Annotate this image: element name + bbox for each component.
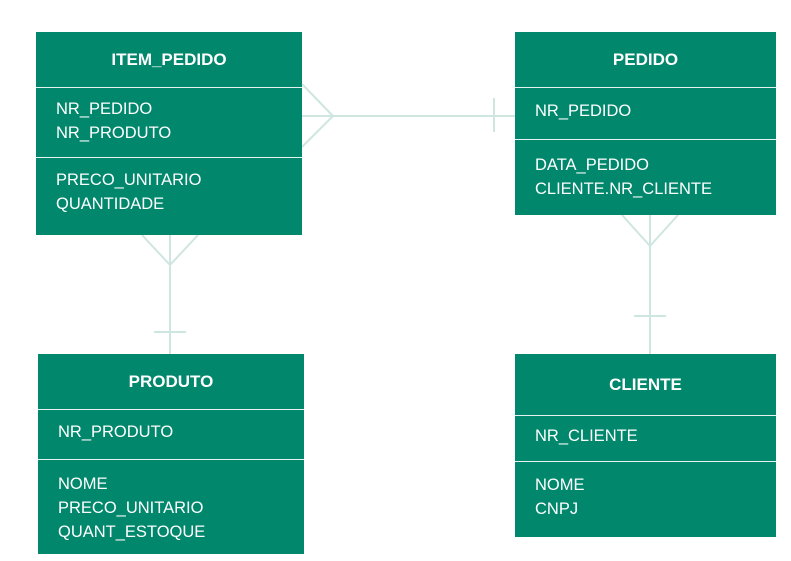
entity-produto: PRODUTO NR_PRODUTO NOME PRECO_UNITARIO Q… — [38, 354, 304, 554]
crowfoot-item-pedido-upper — [301, 83, 334, 117]
attribute-field: NOME — [58, 475, 108, 493]
entity-pedido: PEDIDO NR_PEDIDO DATA_PEDIDO CLIENTE.NR_… — [515, 32, 776, 215]
key-field: NR_PEDIDO — [56, 100, 153, 118]
key-section: NR_PEDIDO — [515, 88, 776, 140]
key-field: NR_PRODUTO — [56, 124, 172, 142]
crowfoot-item-pedido-left — [141, 234, 171, 266]
attribute-section: DATA_PEDIDO CLIENTE.NR_CLIENTE — [515, 140, 776, 201]
key-field: NR_PRODUTO — [58, 423, 174, 441]
attribute-field: PRECO_UNITARIO — [56, 171, 202, 189]
crowfoot-pedido-left — [621, 214, 651, 247]
entity-cliente: CLIENTE NR_CLIENTE NOME CNPJ — [515, 354, 776, 537]
attribute-field: QUANTIDADE — [56, 195, 165, 213]
crowfoot-item-pedido-right — [169, 234, 199, 266]
crowfoot-item-pedido-lower — [301, 115, 334, 148]
crowfoot-pedido-right — [649, 214, 679, 247]
key-field: NR_CLIENTE — [535, 427, 638, 445]
entity-title: PEDIDO — [515, 32, 776, 88]
key-section: NR_PEDIDO NR_PRODUTO — [36, 88, 302, 158]
attribute-section: NOME PRECO_UNITARIO QUANT_ESTOQUE — [38, 460, 304, 544]
attribute-field: CLIENTE.NR_CLIENTE — [535, 180, 712, 198]
entity-title: PRODUTO — [38, 354, 304, 410]
entity-item-pedido: ITEM_PEDIDO NR_PEDIDO NR_PRODUTO PRECO_U… — [36, 32, 302, 235]
attribute-section: PRECO_UNITARIO QUANTIDADE — [36, 158, 302, 216]
attribute-field: PRECO_UNITARIO — [58, 499, 204, 517]
key-section: NR_PRODUTO — [38, 410, 304, 460]
entity-title: ITEM_PEDIDO — [36, 32, 302, 88]
attribute-field: CNPJ — [535, 500, 579, 518]
attribute-field: NOME — [535, 476, 585, 494]
attribute-field: QUANT_ESTOQUE — [58, 523, 206, 541]
attribute-field: DATA_PEDIDO — [535, 156, 649, 174]
entity-title: CLIENTE — [515, 354, 776, 416]
attribute-section: NOME CNPJ — [515, 462, 776, 521]
key-field: NR_PEDIDO — [535, 102, 632, 120]
key-section: NR_CLIENTE — [515, 416, 776, 462]
